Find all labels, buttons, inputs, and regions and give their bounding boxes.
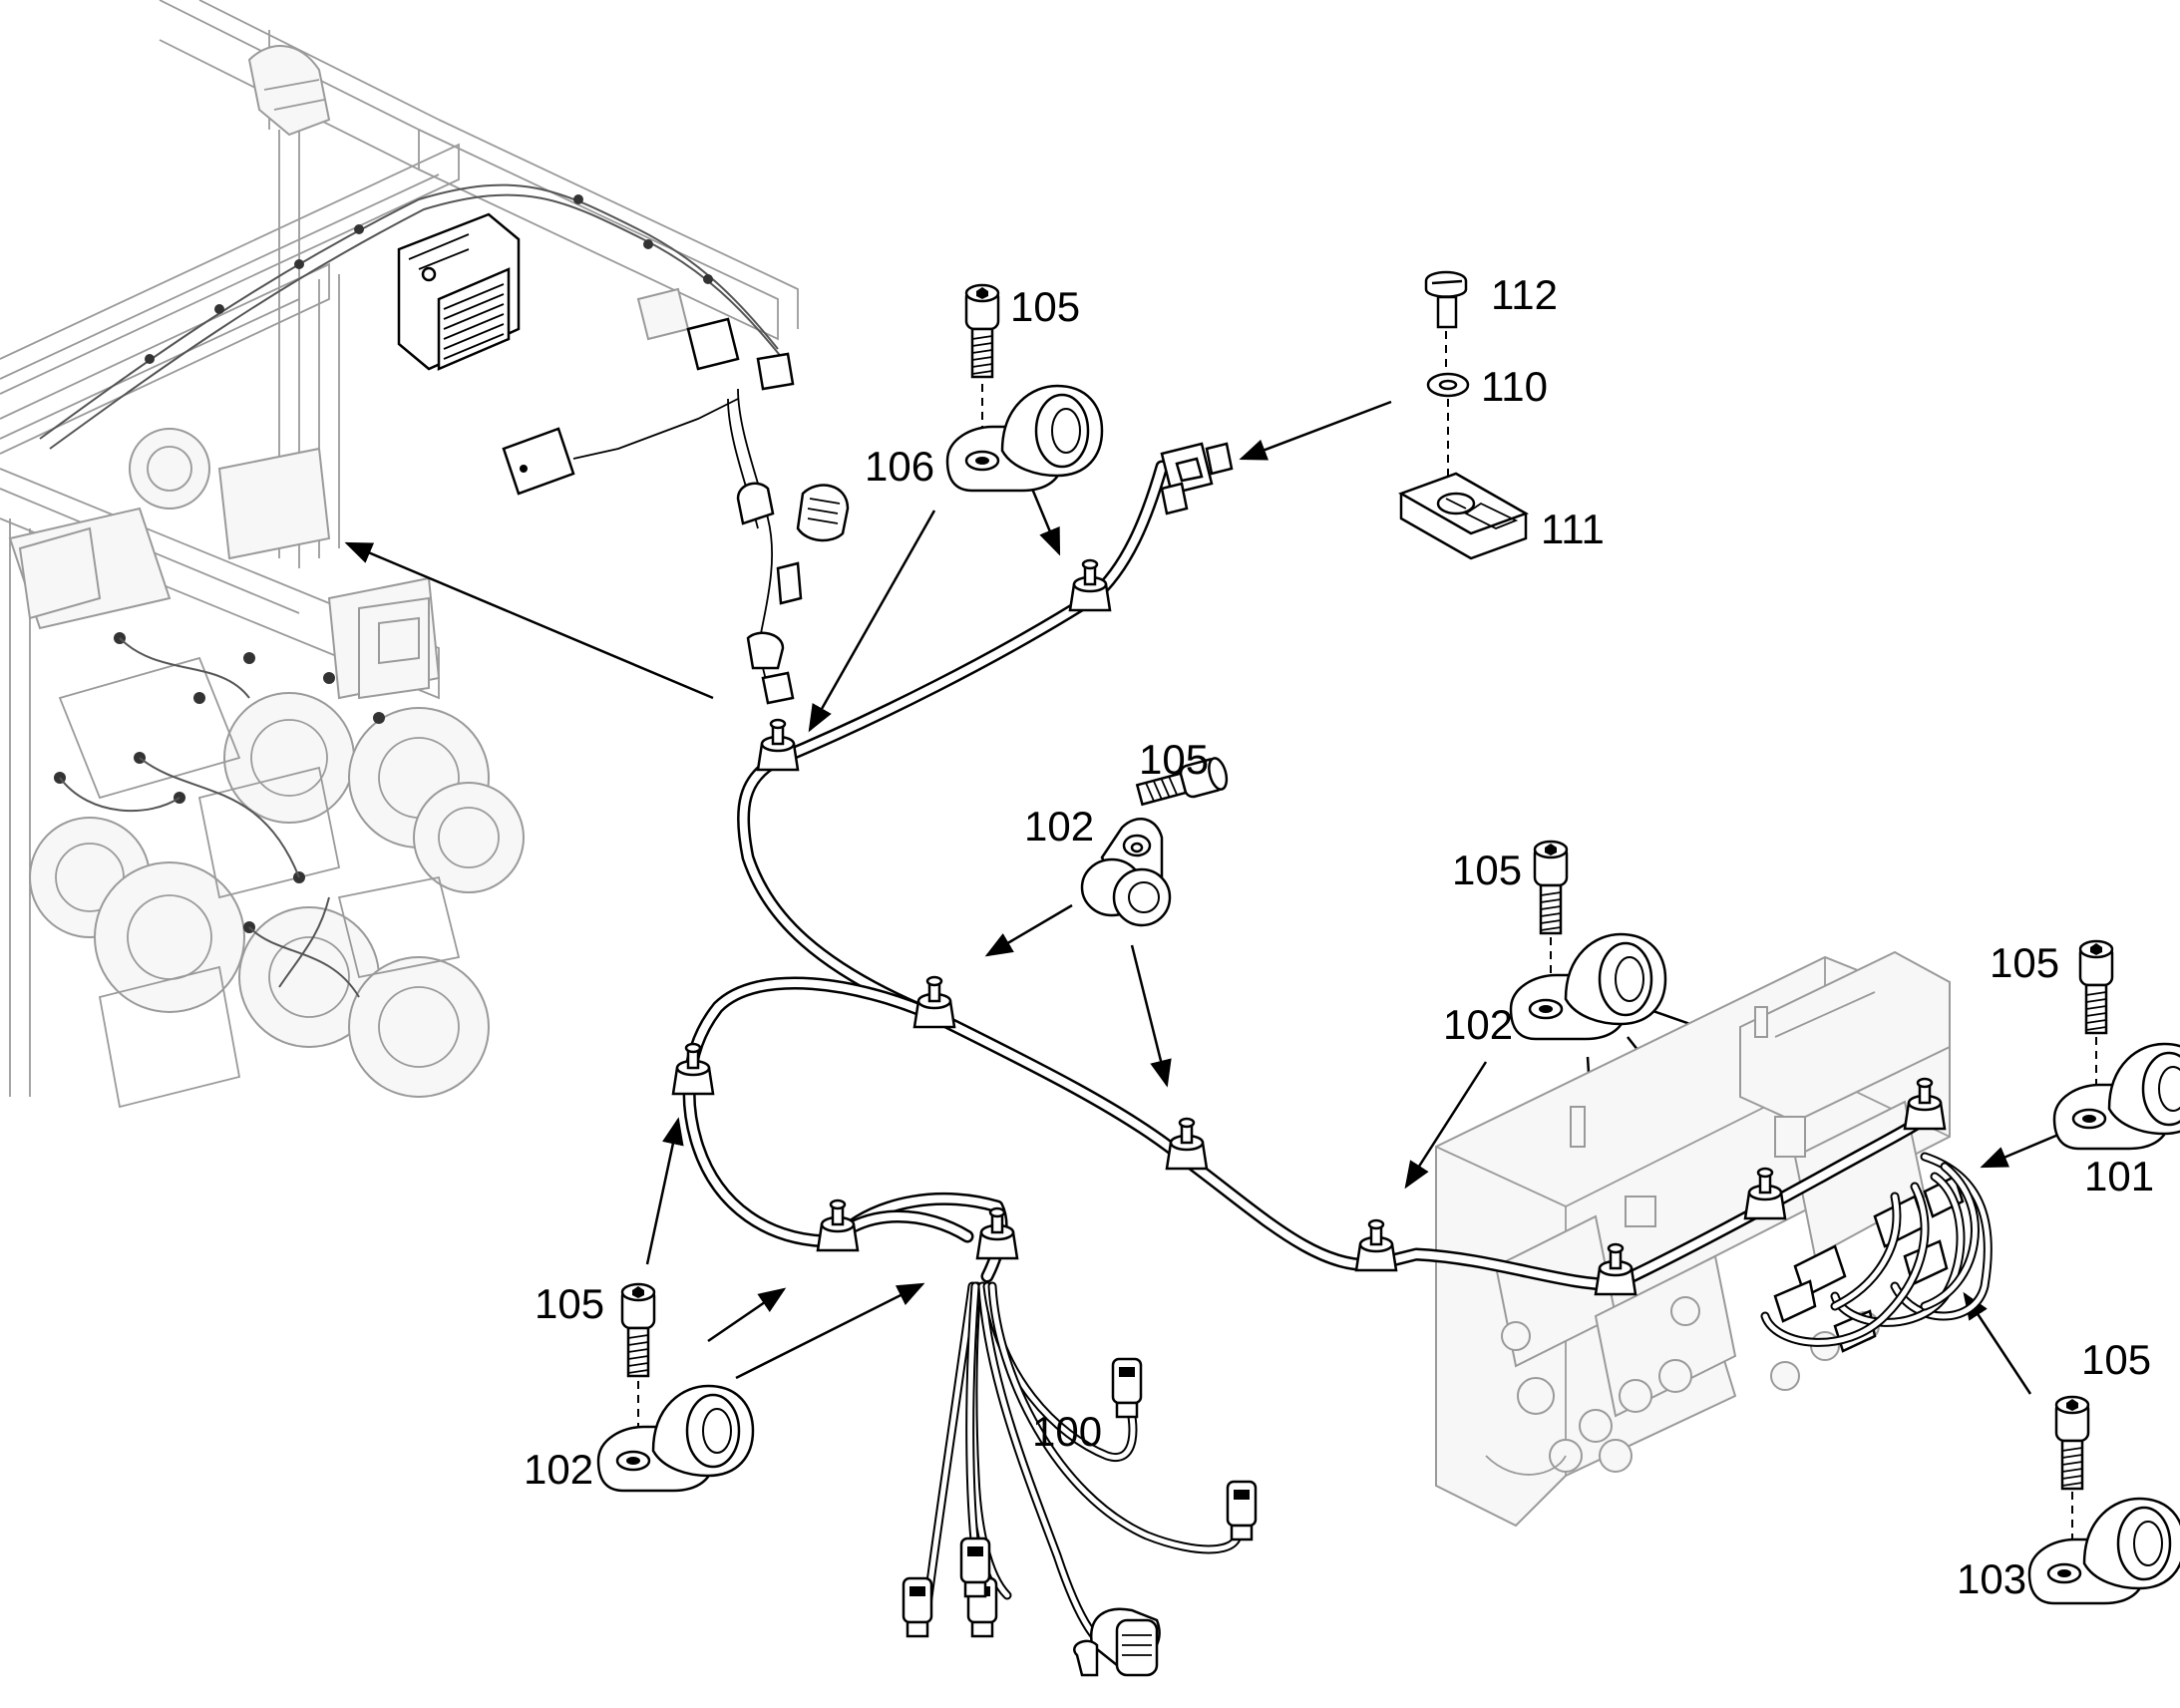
callout-105-far-right-bottom: 105 <box>2081 1336 2151 1383</box>
callout-102-bottom-left: 102 <box>524 1446 593 1493</box>
callout-100: 100 <box>1032 1408 1102 1455</box>
callout-106: 106 <box>865 443 934 490</box>
part-103-clamp <box>2027 1497 2180 1605</box>
part-102-bottom-left-clamp <box>596 1384 755 1493</box>
callout-102-middle: 102 <box>1024 803 1094 850</box>
machine-frame-assembly <box>0 0 850 1109</box>
part-105-right-center <box>1533 840 1569 1002</box>
callout-105-bottom-left: 105 <box>535 1280 604 1327</box>
callout-103: 103 <box>1957 1555 2026 1602</box>
callout-112: 112 <box>1491 271 1558 318</box>
callout-111: 111 <box>1541 506 1605 552</box>
callout-105-middle: 105 <box>1139 736 1209 783</box>
part-112-screw <box>1424 270 1468 371</box>
leader-arrows <box>344 400 2059 1395</box>
callout-102-right-center: 102 <box>1443 1001 1513 1048</box>
part-106-clamp <box>945 384 1104 493</box>
callout-105-right-center: 105 <box>1452 847 1522 893</box>
part-105-middle-screw <box>1135 757 1229 807</box>
callout-101: 101 <box>2084 1153 2154 1199</box>
part-101-clamp <box>2052 1042 2180 1151</box>
main-cable-harness <box>671 442 1947 1677</box>
part-110-washer <box>1426 372 1470 479</box>
part-102-middle-clamp <box>1080 818 1172 927</box>
callout-105-far-right-top: 105 <box>1990 939 2059 986</box>
callout-110: 110 <box>1481 363 1548 410</box>
callout-labels: 105 112 110 111 106 105 102 105 102 105 … <box>524 271 2154 1602</box>
part-111-tie-mount <box>1398 472 1529 560</box>
callout-105-top: 105 <box>1010 283 1080 330</box>
part-102-right-center-clamp <box>1509 932 1667 1041</box>
